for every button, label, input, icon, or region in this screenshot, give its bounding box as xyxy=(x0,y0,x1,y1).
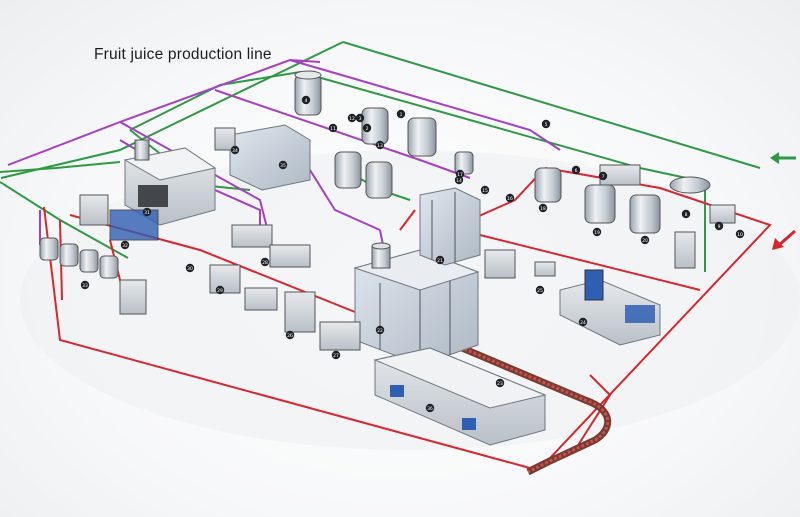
equipment-marker-label: 3 xyxy=(359,116,362,122)
equipment-marker-label: 26 xyxy=(287,333,293,339)
equipment-marker-label: 9 xyxy=(718,224,721,230)
equipment-markers: 1234567891011121314151617181920212223242… xyxy=(80,95,745,413)
left-bottling-block xyxy=(123,139,217,226)
equipment-marker xyxy=(541,119,551,129)
equipment-marker xyxy=(215,285,225,295)
tunnel-washer xyxy=(373,347,547,446)
equipment-marker-label: 2 xyxy=(366,126,369,132)
equipment-marker-label: 17 xyxy=(457,172,463,178)
equipment-marker-label: 28 xyxy=(262,260,268,266)
equipment-marker-label: 33 xyxy=(82,283,88,289)
equipment-marker-label: 10 xyxy=(737,232,743,238)
equipment-marker-label: 6 xyxy=(575,168,578,174)
equipment-marker xyxy=(396,109,406,119)
equipment-marker xyxy=(735,229,745,239)
equipment-marker xyxy=(375,325,385,335)
equipment-marker xyxy=(375,140,385,150)
equipment-marker xyxy=(571,165,581,175)
equipment-marker xyxy=(535,285,545,295)
equipment-marker-label: 1 xyxy=(400,112,403,118)
tall-module xyxy=(419,187,481,266)
packing-machine xyxy=(559,269,661,346)
process-block xyxy=(214,124,311,191)
left-tank-cluster xyxy=(39,194,159,315)
equipment-marker xyxy=(505,193,515,203)
equipment-marker xyxy=(120,240,130,250)
equipment-marker-label: 31 xyxy=(144,210,150,216)
equipment-marker-label: 21 xyxy=(437,258,443,264)
equipment-marker-label: 7 xyxy=(602,174,605,180)
equipment-marker-label: 34 xyxy=(232,148,238,154)
inlet-arrow-icon xyxy=(770,152,796,164)
equipment-marker-label: 11 xyxy=(330,126,336,132)
diagram-title: Fruit juice production line xyxy=(94,46,272,63)
equipment-marker-label: 18 xyxy=(540,206,546,212)
equipment-marker xyxy=(301,95,311,105)
equipment-marker-label: 4 xyxy=(305,98,308,104)
equipment-marker-label: 8 xyxy=(685,212,688,218)
equipment-marker xyxy=(230,145,240,155)
equipment-marker xyxy=(714,221,724,231)
equipment-marker xyxy=(480,185,490,195)
equipment-marker xyxy=(640,235,650,245)
equipment-marker xyxy=(185,263,195,273)
equipment-marker xyxy=(455,169,465,179)
equipment-marker-label: 14 xyxy=(456,178,462,184)
equipment-marker-label: 36 xyxy=(427,406,433,412)
equipment-marker xyxy=(598,171,608,181)
equipment-marker xyxy=(425,403,435,413)
equipment-marker xyxy=(331,350,341,360)
equipment-marker xyxy=(435,255,445,265)
equipment-marker xyxy=(142,207,152,217)
equipment-marker-label: 24 xyxy=(580,320,586,326)
equipment-marker xyxy=(495,378,505,388)
equipment-marker xyxy=(80,280,90,290)
equipment-marker-label: 30 xyxy=(187,266,193,272)
output-conveyor xyxy=(453,341,612,476)
top-tank-row xyxy=(294,70,711,269)
equipment-marker xyxy=(578,317,588,327)
equipment-marker-label: 22 xyxy=(377,328,383,334)
outlet-arrow-icon xyxy=(772,229,796,250)
equipment-marker-label: 25 xyxy=(537,288,543,294)
equipment-marker xyxy=(260,257,270,267)
equipment-marker-label: 32 xyxy=(122,243,128,249)
equipment-marker-label: 35 xyxy=(280,163,286,169)
equipment-marker-label: 23 xyxy=(497,381,503,387)
equipment-marker-label: 12 xyxy=(349,116,355,122)
equipment-marker-label: 16 xyxy=(507,196,513,202)
equipment-marker xyxy=(285,330,295,340)
equipment-marker-label: 5 xyxy=(545,122,548,128)
equipment-marker-label: 13 xyxy=(377,143,383,149)
equipment-marker-label: 15 xyxy=(482,188,488,194)
misc-machines xyxy=(209,164,736,351)
equipment-marker-label: 29 xyxy=(217,288,223,294)
equipment-marker xyxy=(328,123,338,133)
equipment-marker xyxy=(355,113,365,123)
equipment-marker xyxy=(362,123,372,133)
equipment-marker-label: 27 xyxy=(333,353,339,359)
equipment-marker xyxy=(592,227,602,237)
equipment-marker-label: 19 xyxy=(594,230,600,236)
equipment-marker xyxy=(538,203,548,213)
equipment-marker-label: 20 xyxy=(642,238,648,244)
equipment-marker xyxy=(347,113,357,123)
equipment-marker xyxy=(278,160,288,170)
equipment-marker xyxy=(681,209,691,219)
